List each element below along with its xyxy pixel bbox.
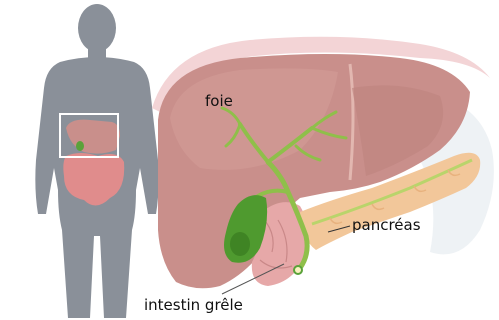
- label-liver: foie: [205, 94, 233, 109]
- label-small-intestine: intestin grêle: [144, 298, 243, 313]
- ampulla-marker: [294, 266, 302, 274]
- mini-organs: [63, 120, 124, 206]
- gallbladder-shade: [230, 232, 250, 256]
- fat-blob: [342, 267, 354, 277]
- fat-blob: [481, 270, 491, 278]
- label-pancreas: pancréas: [352, 218, 421, 233]
